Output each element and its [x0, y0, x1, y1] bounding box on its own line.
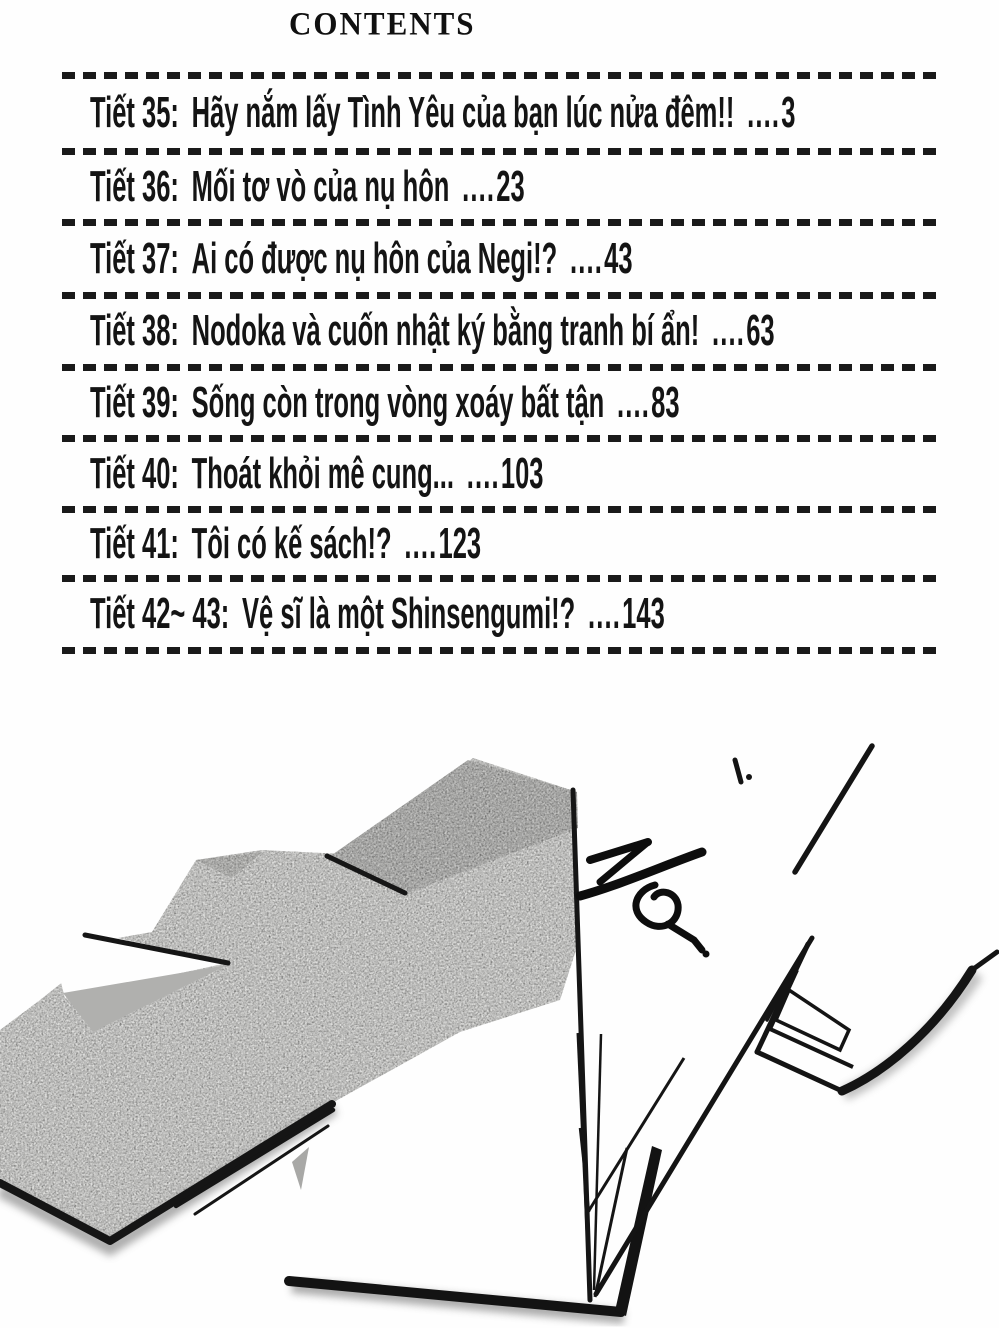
- toc-chapter-label: Tiết 38:: [90, 306, 179, 355]
- toc-entry: Tiết 38:Nodoka và cuốn nhật ký bằng tran…: [90, 295, 775, 367]
- paper-notch: [55, 930, 232, 998]
- toc-entry: Tiết 41:Tôi có kế sách!?....123: [90, 508, 481, 580]
- dashed-divider: [62, 364, 940, 371]
- toc-page-number: 103: [500, 448, 544, 498]
- toc-entry: Tiết 35:Hãy nắm lấy Tình Yêu của bạn lúc…: [90, 77, 795, 149]
- scattered-cards-illustration: [0, 743, 999, 1324]
- toc-leader-dots: ....: [466, 448, 500, 498]
- toc-chapter-label: Tiết 39:: [90, 377, 179, 427]
- toc-page-number: 143: [622, 589, 665, 638]
- calligraphy-mark: [575, 838, 710, 958]
- toc-leader-dots: ....: [712, 306, 746, 355]
- toc-leader-dots: ....: [588, 589, 622, 638]
- toc-entry-title: Mối tơ vò của nụ hôn: [191, 161, 450, 211]
- toc-leader-dots: ....: [616, 377, 650, 427]
- toc-leader-dots: ....: [747, 88, 781, 137]
- white-card-top-right: [754, 941, 999, 1101]
- toc-chapter-label: Tiết 36:: [90, 161, 179, 211]
- toc-chapter-label: Tiết 40:: [90, 448, 179, 498]
- toc-entry-title: Tôi có kế sách!?: [191, 518, 392, 568]
- toc-entry-title: Thoát khỏi mê cung...: [191, 448, 454, 498]
- toc-chapter-label: Tiết 41:: [90, 518, 179, 568]
- toc-page-number: 23: [496, 161, 525, 211]
- dashed-divider: [62, 148, 940, 155]
- sheet-bottom-edges: [0, 1100, 338, 1257]
- toc-page-number: 123: [438, 518, 482, 568]
- toc-page-number: 63: [746, 306, 775, 355]
- dashed-divider: [62, 647, 940, 654]
- toc-chapter-label: Tiết 42~ 43:: [90, 589, 230, 638]
- toc-leader-dots: ....: [462, 161, 496, 211]
- dashed-divider: [62, 575, 940, 582]
- toc-entry: Tiết 40:Thoát khỏi mê cung.......103: [90, 438, 543, 510]
- toc-entry: Tiết 36:Mối tơ vò của nụ hôn....23: [90, 151, 525, 223]
- toc-entry-title: Nodoka và cuốn nhật ký bằng tranh bí ẩn!: [191, 306, 700, 355]
- dashed-divider: [62, 292, 940, 299]
- page-title: CONTENTS: [289, 5, 476, 42]
- toc-entry-title: Hãy nắm lấy Tình Yêu của bạn lúc nửa đêm…: [191, 88, 735, 137]
- paper-edge-line: [82, 932, 231, 966]
- toc-entry: Tiết 39:Sống còn trong vòng xoáy bất tận…: [90, 367, 680, 439]
- toc-page-number: 83: [651, 377, 680, 427]
- white-card-bottom: [284, 787, 815, 1324]
- toc-page-number: 43: [604, 233, 633, 283]
- dashed-divider: [62, 506, 940, 513]
- toc-leader-dots: ....: [404, 518, 438, 568]
- paper-edge-line: [324, 853, 408, 896]
- dashed-divider: [62, 72, 940, 79]
- toc-chapter-label: Tiết 35:: [90, 88, 179, 137]
- paper-shadow: [63, 965, 227, 1032]
- toc-entry: Tiết 42~ 43:Vệ sĩ là một Shinsengumi!?..…: [90, 578, 665, 650]
- toc-chapter-label: Tiết 37:: [90, 233, 179, 283]
- dashed-divider: [62, 219, 940, 226]
- toc-leader-dots: ....: [569, 233, 603, 283]
- toc-entry-title: Vệ sĩ là một Shinsengumi!?: [242, 589, 576, 638]
- card-edge-slashes: [732, 743, 875, 875]
- gray-paper-sheet: [0, 758, 578, 1243]
- toc-entry-title: Ai có được nụ hôn của Negi!?: [191, 233, 558, 283]
- dashed-divider: [62, 435, 940, 442]
- toc-entry: Tiết 37:Ai có được nụ hôn của Negi!?....…: [90, 223, 633, 295]
- toc-page-number: 3: [781, 88, 796, 137]
- toc-entry-title: Sống còn trong vòng xoáy bất tận: [191, 377, 605, 427]
